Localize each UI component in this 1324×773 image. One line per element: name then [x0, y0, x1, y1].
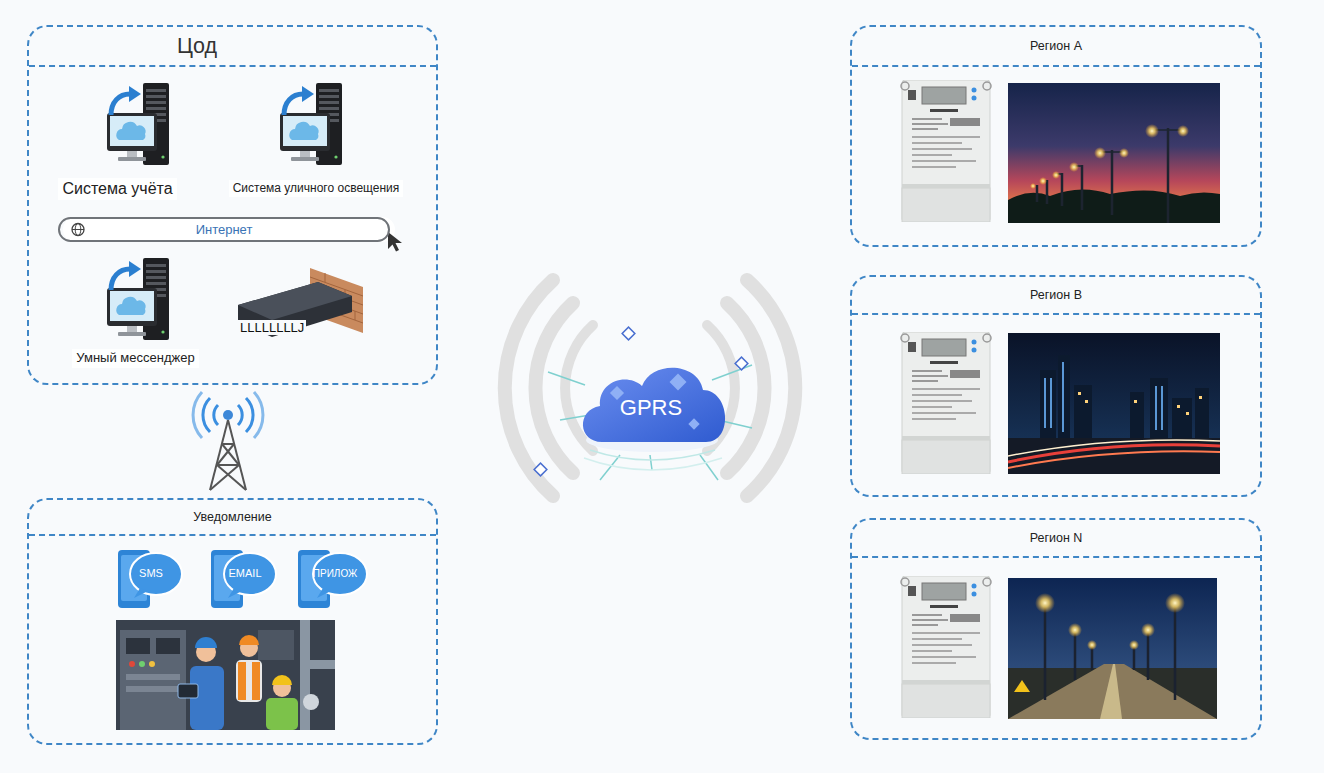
group-panel: УведомлениеSMS EMAIL ПРИЛОЖ	[27, 498, 438, 745]
group-panel: Регион N	[850, 518, 1262, 740]
node-label: ПРИЛОЖ	[313, 568, 357, 580]
network-cloud: GPRS	[592, 382, 710, 434]
node-label: EMAIL	[228, 567, 261, 580]
node-label: Умный мессенджер	[72, 349, 198, 368]
group-panel: Регион A	[850, 25, 1262, 247]
device-label: LLLLLLLLJ	[238, 320, 306, 335]
node-label: GPRS	[620, 395, 682, 421]
message-bubble: SMS	[125, 555, 177, 593]
group-panel: Регион B	[850, 275, 1262, 497]
message-bubble: EMAIL	[219, 555, 271, 593]
system-node: Умный мессенджер	[53, 255, 218, 368]
system-node: Система уличного освещения	[219, 80, 413, 197]
node-label: SMS	[139, 567, 163, 580]
node-label: Система уличного освещения	[229, 180, 404, 197]
panel-title: Регион A	[852, 27, 1260, 67]
panel-title: Уведомление	[29, 500, 436, 536]
system-node: Система учёта	[50, 80, 185, 200]
group-panel: ЦодСистема учёта Система уличного освещен…	[27, 25, 438, 385]
node-label: Интернет	[196, 222, 253, 238]
panel-title: Регион B	[852, 277, 1260, 315]
search-bar: Интернет	[58, 217, 390, 242]
panel-title: Регион N	[852, 520, 1260, 558]
panel-title: Цод	[29, 27, 436, 67]
node-label: Система учёта	[58, 178, 176, 200]
message-bubble: ПРИЛОЖ	[309, 555, 361, 593]
